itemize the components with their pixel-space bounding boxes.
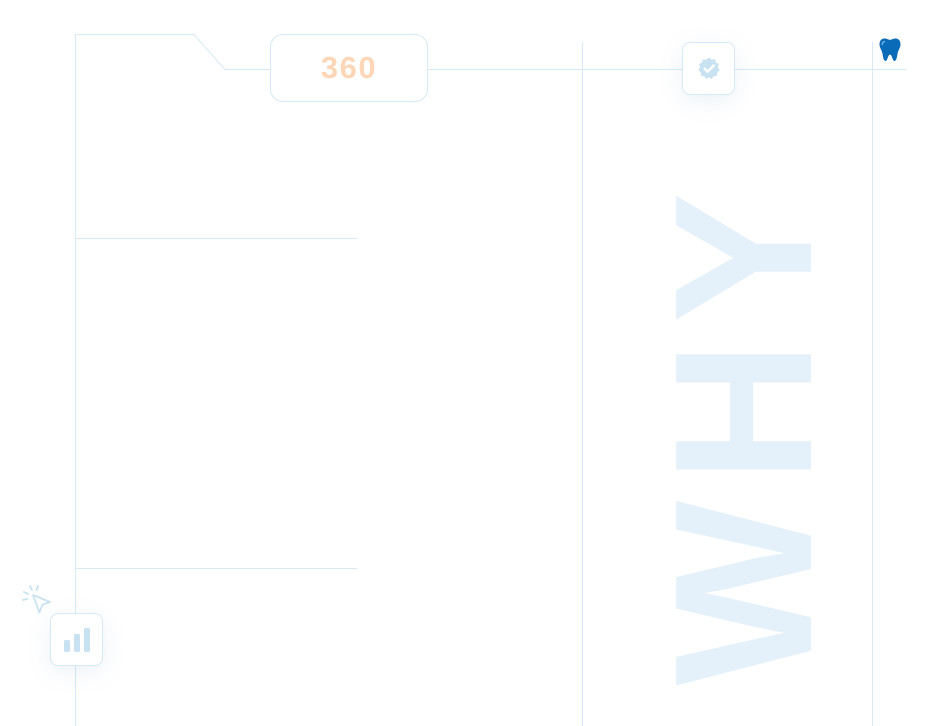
why-watermark: WHY [634, 174, 853, 686]
click-cursor-icon [22, 585, 51, 614]
tooth-icon [879, 38, 901, 61]
verified-check-icon [697, 57, 720, 79]
chart-tile [50, 613, 103, 666]
bar-chart-icon [63, 627, 90, 652]
stat-badge-value: 360 [320, 50, 378, 85]
stat-badge: 360 [270, 34, 428, 102]
verified-tile [682, 42, 735, 95]
